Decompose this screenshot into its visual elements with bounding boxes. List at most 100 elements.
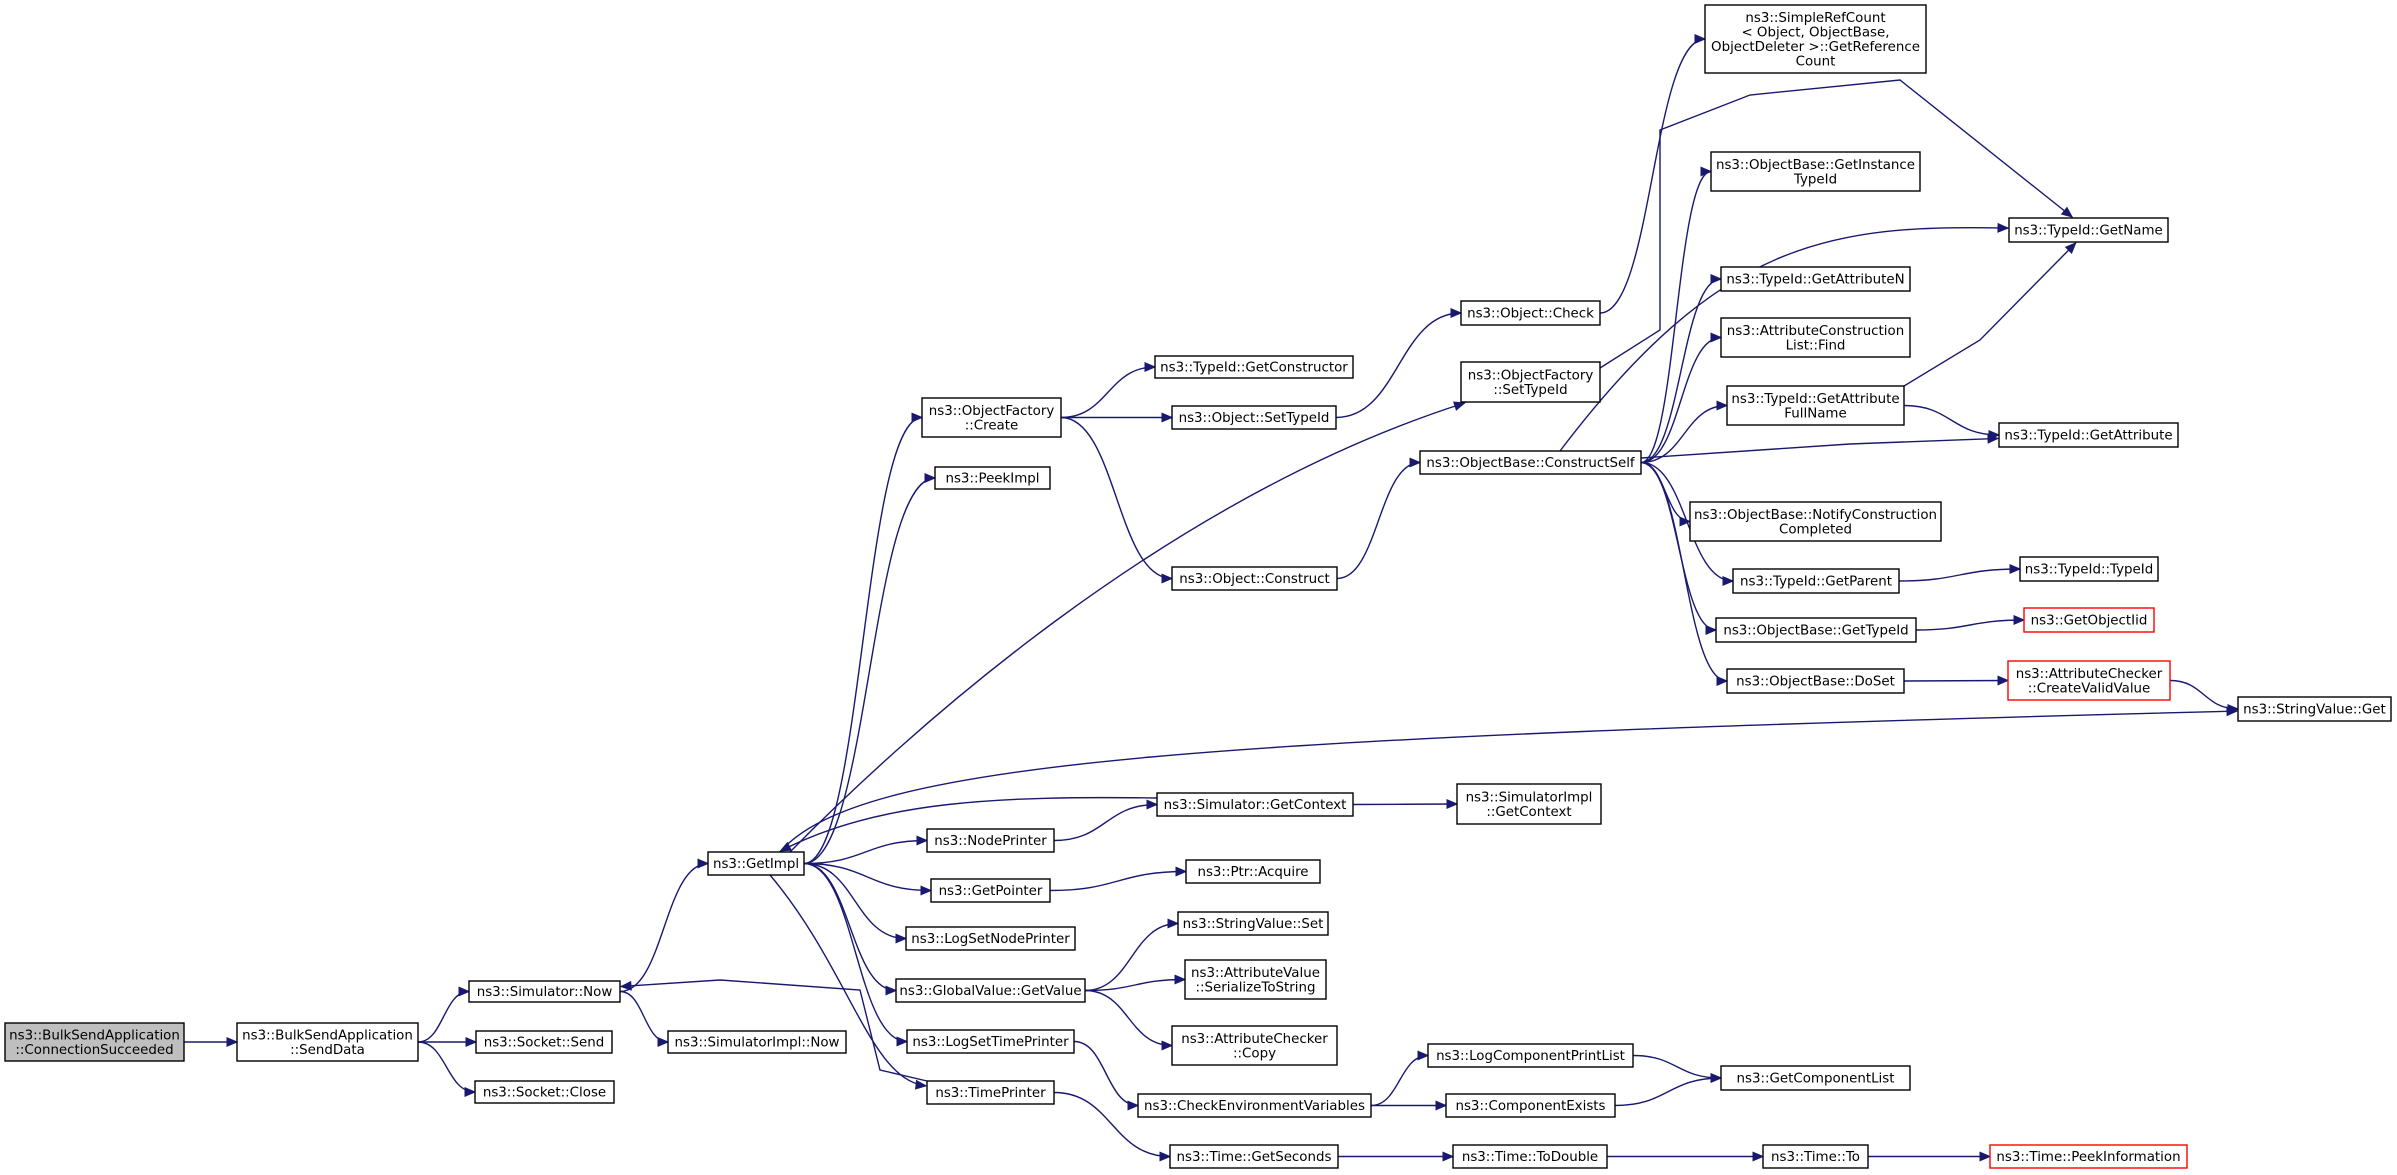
function-node-box[interactable] [930, 878, 1051, 903]
function-node-ob-gettypeid[interactable]: ns3::ObjectBase::GetTypeId [1715, 617, 1917, 643]
function-node-box[interactable] [1726, 668, 1905, 694]
function-node-object-settypeid[interactable]: ns3::Object::SetTypeId [1171, 405, 1337, 430]
function-node-ptr-acquire[interactable]: ns3::Ptr::Acquire [1185, 859, 1321, 884]
function-node-checkenv[interactable]: ns3::CheckEnvironmentVariables [1137, 1093, 1372, 1118]
function-node-time-todouble[interactable]: ns3::Time::ToDouble [1452, 1144, 1608, 1169]
function-node-box[interactable] [1156, 792, 1354, 817]
function-node-of-settypeid[interactable]: ns3::ObjectFactory::SetTypeId [1460, 361, 1601, 403]
function-node-time-getseconds[interactable]: ns3::Time::GetSeconds [1169, 1144, 1339, 1169]
function-node-box[interactable] [1689, 501, 1942, 542]
function-node-box[interactable] [1460, 361, 1601, 403]
function-node-box[interactable] [236, 1022, 419, 1062]
function-node-ob-notifyconstr[interactable]: ns3::ObjectBase::NotifyConstructionCompl… [1689, 501, 1942, 542]
function-node-box[interactable] [1445, 1093, 1616, 1118]
function-node-box[interactable] [4, 1022, 185, 1062]
function-node-box[interactable] [1171, 405, 1337, 430]
function-node-typeid-getattribute[interactable]: ns3::TypeId::GetAttribute [1998, 422, 2179, 448]
function-node-stringvalue-set[interactable]: ns3::StringValue::Set [1177, 911, 1329, 936]
function-node-box[interactable] [474, 1080, 615, 1104]
function-node-simimpl-getcontext[interactable]: ns3::SimulatorImpl::GetContext [1456, 783, 1602, 825]
function-node-attrchecker-copy[interactable]: ns3::AttributeChecker::Copy [1171, 1025, 1338, 1066]
function-node-box[interactable] [707, 851, 805, 876]
function-node-typeid-getname[interactable]: ns3::TypeId::GetName [2008, 217, 2169, 243]
function-node-sock-send[interactable]: ns3::Socket::Send [475, 1030, 613, 1054]
function-node-box[interactable] [1989, 1144, 2188, 1169]
function-node-typeid-getparent[interactable]: ns3::TypeId::GetParent [1732, 568, 1900, 594]
function-node-logcompprintlist[interactable]: ns3::LogComponentPrintList [1427, 1043, 1634, 1068]
function-node-gv-getvalue[interactable]: ns3::GlobalValue::GetValue [895, 978, 1086, 1003]
function-node-box[interactable] [1998, 422, 2179, 448]
function-node-box[interactable] [1726, 385, 1905, 426]
function-node-box[interactable] [1184, 959, 1327, 1000]
function-node-box[interactable] [1154, 355, 1354, 379]
function-node-box[interactable] [1710, 151, 1921, 192]
function-node-object-check[interactable]: ns3::Object::Check [1460, 300, 1601, 326]
function-node-stringvalue-get[interactable]: ns3::StringValue::Get [2237, 696, 2392, 722]
function-node-attrchecker-createvalid[interactable]: ns3::AttributeChecker::CreateValidValue [2007, 660, 2171, 701]
function-node-getpointer[interactable]: ns3::GetPointer [930, 878, 1051, 903]
function-node-timeprinter[interactable]: ns3::TimePrinter [926, 1080, 1055, 1105]
function-node-box[interactable] [1427, 1043, 1634, 1068]
function-node-box[interactable] [667, 1030, 847, 1054]
function-node-box[interactable] [1171, 566, 1338, 591]
function-node-box[interactable] [921, 397, 1062, 438]
function-node-logsetnodeprinter[interactable]: ns3::LogSetNodePrinter [905, 926, 1076, 951]
function-node-box[interactable] [1171, 1025, 1338, 1066]
function-node-box[interactable] [926, 1080, 1055, 1105]
function-node-box[interactable] [906, 1029, 1075, 1054]
function-node-getimpl[interactable]: ns3::GetImpl [707, 851, 805, 876]
function-node-box[interactable] [2008, 217, 2169, 243]
function-node-box[interactable] [2007, 660, 2171, 701]
function-node-box[interactable] [1452, 1144, 1608, 1169]
function-node-ob-doset[interactable]: ns3::ObjectBase::DoSet [1726, 668, 1905, 694]
function-node-box[interactable] [1456, 783, 1602, 825]
function-node-time-to[interactable]: ns3::Time::To [1762, 1144, 1869, 1169]
function-node-sim-getcontext[interactable]: ns3::Simulator::GetContext [1156, 792, 1354, 817]
function-node-object-construct[interactable]: ns3::Object::Construct [1171, 566, 1338, 591]
function-node-typeid-getattributen[interactable]: ns3::TypeId::GetAttributeN [1720, 266, 1911, 292]
function-node-typeid-getconstructor[interactable]: ns3::TypeId::GetConstructor [1154, 355, 1354, 379]
function-node-ob-constructself[interactable]: ns3::ObjectBase::ConstructSelf [1419, 450, 1642, 475]
function-node-of-create[interactable]: ns3::ObjectFactory::Create [921, 397, 1062, 438]
function-node-box[interactable] [905, 926, 1076, 951]
function-node-box[interactable] [1720, 317, 1911, 358]
function-node-box[interactable] [895, 978, 1086, 1003]
function-node-box[interactable] [1137, 1093, 1372, 1118]
function-node-simplerefcount[interactable]: ns3::SimpleRefCount< Object, ObjectBase,… [1704, 4, 1927, 74]
function-node-box[interactable] [468, 980, 621, 1003]
function-node-box[interactable] [475, 1030, 613, 1054]
function-node-nodeprinter[interactable]: ns3::NodePrinter [926, 828, 1055, 853]
function-node-box[interactable] [1720, 1065, 1911, 1091]
function-node-getcomponentlist[interactable]: ns3::GetComponentList [1720, 1065, 1911, 1091]
function-node-box[interactable] [1460, 300, 1601, 326]
function-node-box[interactable] [2023, 607, 2155, 633]
function-node-box[interactable] [1715, 617, 1917, 643]
function-node-box[interactable] [1704, 4, 1927, 74]
function-node-senddata[interactable]: ns3::BulkSendApplication::SendData [236, 1022, 419, 1062]
function-node-box[interactable] [1185, 859, 1321, 884]
function-node-compexists[interactable]: ns3::ComponentExists [1445, 1093, 1616, 1118]
function-node-logsettimeprinter[interactable]: ns3::LogSetTimePrinter [906, 1029, 1075, 1054]
function-node-box[interactable] [934, 466, 1051, 490]
function-node-typeid-typeid[interactable]: ns3::TypeId::TypeId [2019, 556, 2159, 582]
function-node-box[interactable] [1732, 568, 1900, 594]
function-node-root[interactable]: ns3::BulkSendApplication::ConnectionSucc… [4, 1022, 185, 1062]
function-node-simimpl-now[interactable]: ns3::SimulatorImpl::Now [667, 1030, 847, 1054]
function-node-box[interactable] [926, 828, 1055, 853]
function-node-box[interactable] [1762, 1144, 1869, 1169]
function-node-box[interactable] [1720, 266, 1911, 292]
function-node-getobjectiid[interactable]: ns3::GetObjectIid [2023, 607, 2155, 633]
function-node-attrvalue-serialize[interactable]: ns3::AttributeValue::SerializeToString [1184, 959, 1327, 1000]
function-node-peekimpl[interactable]: ns3::PeekImpl [934, 466, 1051, 490]
function-node-sim-now[interactable]: ns3::Simulator::Now [468, 980, 621, 1003]
function-node-sock-close[interactable]: ns3::Socket::Close [474, 1080, 615, 1104]
function-node-box[interactable] [2019, 556, 2159, 582]
function-node-time-peekinfo[interactable]: ns3::Time::PeekInformation [1989, 1144, 2188, 1169]
function-node-box[interactable] [1169, 1144, 1339, 1169]
function-node-box[interactable] [1419, 450, 1642, 475]
function-node-box[interactable] [1177, 911, 1329, 936]
function-node-box[interactable] [2237, 696, 2392, 722]
